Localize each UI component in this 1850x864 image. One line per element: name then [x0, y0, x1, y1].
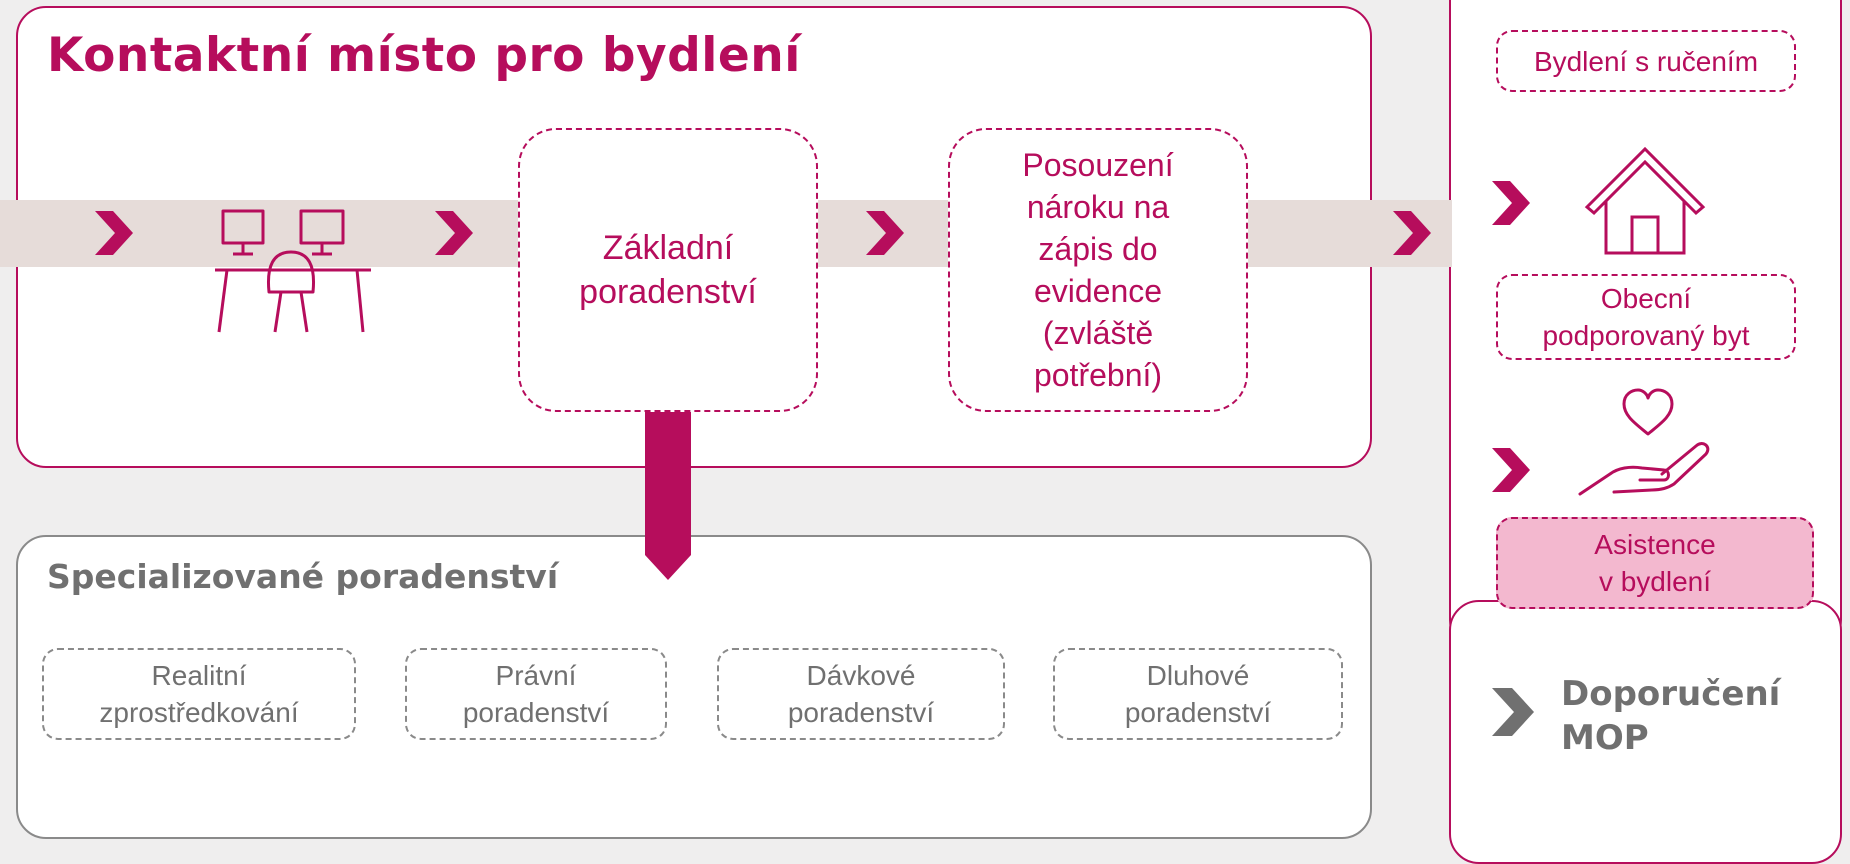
item-line: Dávkové [806, 660, 916, 691]
guarantee-housing-box: Bydlení s ručením [1496, 30, 1796, 92]
specialized-counseling-title: Specializované poradenství [47, 557, 559, 596]
item-line: Dluhové [1146, 660, 1250, 691]
assessment-line: nároku na [1026, 189, 1170, 225]
mop-line: Doporučení [1561, 674, 1781, 714]
chevron-right-icon [1492, 181, 1530, 225]
mop-line: MOP [1561, 718, 1649, 758]
item-line: zprostředkování [99, 697, 299, 728]
assessment-line: evidence [1033, 273, 1163, 309]
assessment-line: Posouzení [1022, 147, 1174, 183]
specialized-item-legal: Právní poradenství [405, 648, 667, 740]
chevron-right-icon [1492, 448, 1530, 492]
assessment-line: potřební) [1033, 357, 1163, 393]
contact-point-title: Kontaktní místo pro bydlení [47, 28, 801, 83]
chevron-right-icon [95, 211, 133, 255]
specialized-item-real-estate: Realitní zprostředkování [42, 648, 356, 740]
item-line: poradenství [787, 697, 935, 728]
guarantee-housing-label: Bydlení s ručením [1533, 45, 1759, 77]
item-line: Realitní [151, 660, 247, 691]
chevron-right-icon [1492, 688, 1534, 736]
assistance-line: v bydlení [1598, 566, 1712, 597]
chevron-right-icon [435, 211, 473, 255]
item-line: Právní [495, 660, 577, 691]
specialized-item-debt: Dluhové poradenství [1053, 648, 1343, 740]
assistance-line: Asistence [1594, 529, 1716, 560]
municipal-line: podporovaný byt [1542, 320, 1750, 351]
house-icon [1584, 146, 1706, 255]
item-line: poradenství [1124, 697, 1272, 728]
specialized-item-benefits: Dávkové poradenství [717, 648, 1005, 740]
assessment-box: Posouzení nároku na zápis do evidence (z… [948, 128, 1248, 412]
municipal-line: Obecní [1600, 283, 1692, 314]
assessment-line: (zvláště [1042, 315, 1154, 351]
basic-counseling-box: Základní poradenství [518, 128, 818, 412]
municipal-housing-box: Obecní podporovaný byt [1496, 274, 1796, 360]
housing-assistance-box: Asistence v bydlení [1496, 517, 1814, 609]
computer-desks-icon [215, 209, 371, 333]
building-icon [1590, 0, 1676, 10]
basic-counseling-label: Základní poradenství [579, 229, 757, 311]
chevron-right-icon [1393, 211, 1431, 255]
chevron-right-icon [866, 211, 904, 255]
mop-recommendation: Doporučení MOP [1561, 672, 1780, 760]
connector-arrow [645, 405, 691, 580]
assessment-line: zápis do [1038, 231, 1158, 267]
heart-hand-icon [1578, 388, 1710, 496]
item-line: poradenství [462, 697, 610, 728]
